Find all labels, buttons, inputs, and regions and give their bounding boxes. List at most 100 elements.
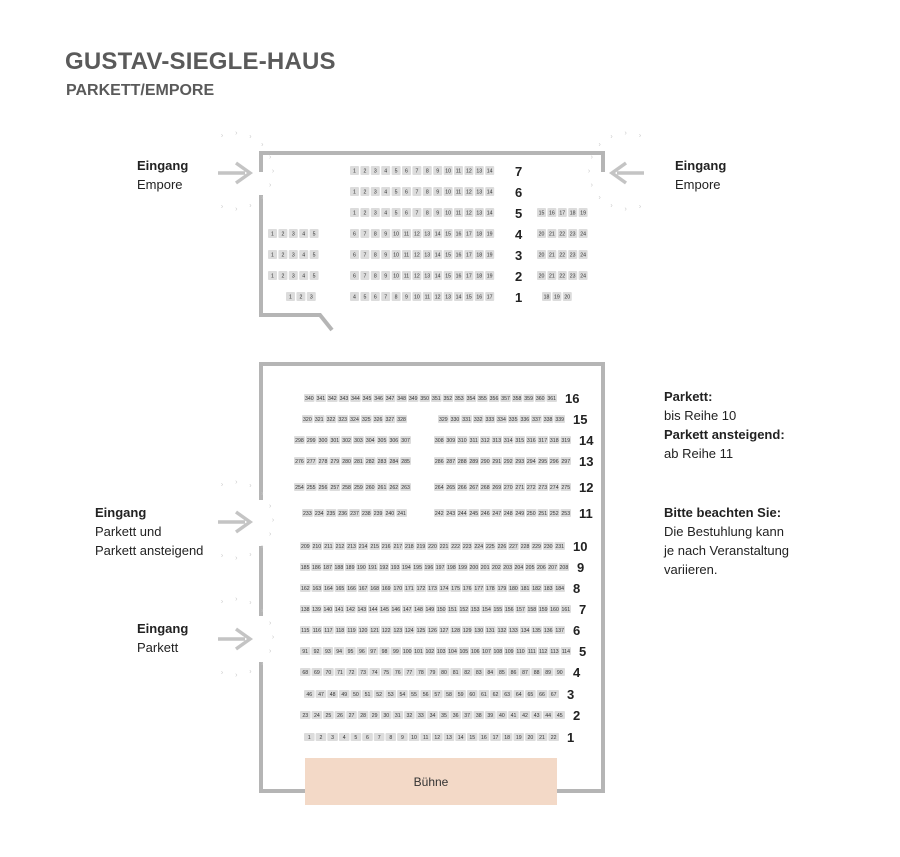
- seat: 23: [568, 250, 578, 259]
- seat: 1: [268, 229, 277, 238]
- svg-text:245: 245: [469, 511, 478, 517]
- seat: 8: [370, 250, 380, 259]
- svg-text:147: 147: [403, 607, 412, 613]
- seat: 356: [488, 394, 500, 402]
- seat: 154: [481, 605, 492, 613]
- entrance-arrow-parkett-mixed: [218, 510, 254, 534]
- svg-text:246: 246: [481, 511, 490, 517]
- svg-text:286: 286: [435, 459, 444, 465]
- svg-text:287: 287: [446, 459, 455, 465]
- svg-text:13: 13: [424, 232, 430, 238]
- seat: 17: [464, 229, 474, 238]
- seat: 100: [402, 647, 413, 655]
- seat: 182: [531, 584, 542, 592]
- seat: 32: [404, 711, 415, 719]
- svg-text:180: 180: [509, 586, 518, 592]
- svg-text:3: 3: [292, 274, 295, 280]
- seat: 291: [491, 457, 502, 465]
- svg-text:11: 11: [404, 232, 409, 238]
- svg-text:218: 218: [405, 544, 414, 550]
- seat: 279: [329, 457, 341, 465]
- seat: 12: [464, 208, 474, 217]
- seat: 14: [454, 292, 463, 301]
- seat: 341: [315, 394, 327, 402]
- seat: 352: [442, 394, 454, 402]
- seat: 15: [443, 250, 453, 259]
- seat: 9: [433, 166, 443, 175]
- svg-text:44: 44: [545, 713, 551, 719]
- svg-text:94: 94: [336, 649, 342, 655]
- seat: 18: [568, 208, 578, 217]
- seat: 145: [379, 605, 390, 613]
- svg-text:12: 12: [414, 253, 420, 259]
- svg-text:317: 317: [538, 438, 547, 444]
- svg-text:339: 339: [555, 417, 564, 423]
- seat: 284: [388, 457, 400, 465]
- seat: 7: [412, 166, 422, 175]
- entrance-parkett-mixed-title: Eingang: [95, 505, 147, 520]
- seat: 20: [537, 271, 546, 280]
- seat: 135: [531, 626, 542, 634]
- seat: 323: [337, 415, 349, 423]
- svg-text:5: 5: [395, 211, 398, 217]
- svg-text:184: 184: [555, 586, 564, 592]
- flow-arrow-icon: ›: [272, 168, 275, 175]
- svg-text:256: 256: [319, 485, 328, 491]
- svg-text:9: 9: [436, 190, 439, 196]
- seat: 4: [299, 229, 309, 238]
- svg-text:220: 220: [428, 544, 437, 550]
- svg-text:3: 3: [292, 253, 295, 259]
- seat: 288: [457, 457, 468, 465]
- svg-text:28: 28: [360, 713, 366, 719]
- svg-text:6: 6: [405, 169, 408, 175]
- svg-text:242: 242: [435, 511, 444, 517]
- svg-text:98: 98: [382, 649, 388, 655]
- seat: 11: [402, 271, 411, 280]
- svg-text:11: 11: [456, 169, 461, 175]
- seat: 131: [485, 626, 496, 634]
- svg-text:48: 48: [330, 692, 336, 698]
- svg-text:58: 58: [446, 692, 452, 698]
- seat: 6: [370, 292, 380, 301]
- svg-text:316: 316: [527, 438, 536, 444]
- seat: 88: [531, 668, 542, 676]
- seat: 12: [464, 166, 474, 175]
- seat: 119: [346, 626, 357, 634]
- svg-text:328: 328: [397, 417, 406, 423]
- seat: 18: [474, 229, 484, 238]
- svg-text:154: 154: [482, 607, 491, 613]
- svg-text:354: 354: [467, 396, 476, 402]
- seat: 41: [508, 711, 519, 719]
- entrance-empore-right-title: Eingang: [675, 158, 727, 173]
- entrance-parkett-title: Eingang: [137, 621, 189, 636]
- svg-text:276: 276: [295, 459, 304, 465]
- seat: 31: [392, 711, 404, 719]
- seat: 24: [311, 711, 323, 719]
- row-number: 6: [515, 185, 522, 200]
- svg-text:131: 131: [486, 628, 495, 634]
- seat: 282: [364, 457, 376, 465]
- seat: 11: [454, 187, 463, 196]
- seat: 324: [349, 415, 360, 423]
- svg-text:22: 22: [559, 274, 565, 280]
- svg-text:17: 17: [493, 735, 499, 741]
- seat: 320: [302, 415, 313, 423]
- svg-text:291: 291: [492, 459, 501, 465]
- seat: 276: [294, 457, 305, 465]
- svg-text:69: 69: [314, 670, 320, 676]
- seat: 28: [357, 711, 369, 719]
- seat: 13: [474, 208, 484, 217]
- seat: 4: [381, 166, 391, 175]
- seat: 7: [412, 187, 422, 196]
- seat: 17: [464, 271, 474, 280]
- seat: 17: [464, 250, 474, 259]
- seat: 21: [547, 229, 557, 238]
- svg-text:269: 269: [492, 485, 501, 491]
- seat: 210: [311, 542, 323, 550]
- seat: 315: [514, 436, 525, 444]
- svg-text:267: 267: [469, 485, 478, 491]
- seat: 20: [537, 250, 546, 259]
- svg-text:54: 54: [400, 692, 406, 698]
- svg-text:11: 11: [404, 253, 409, 259]
- seat: 213: [346, 542, 357, 550]
